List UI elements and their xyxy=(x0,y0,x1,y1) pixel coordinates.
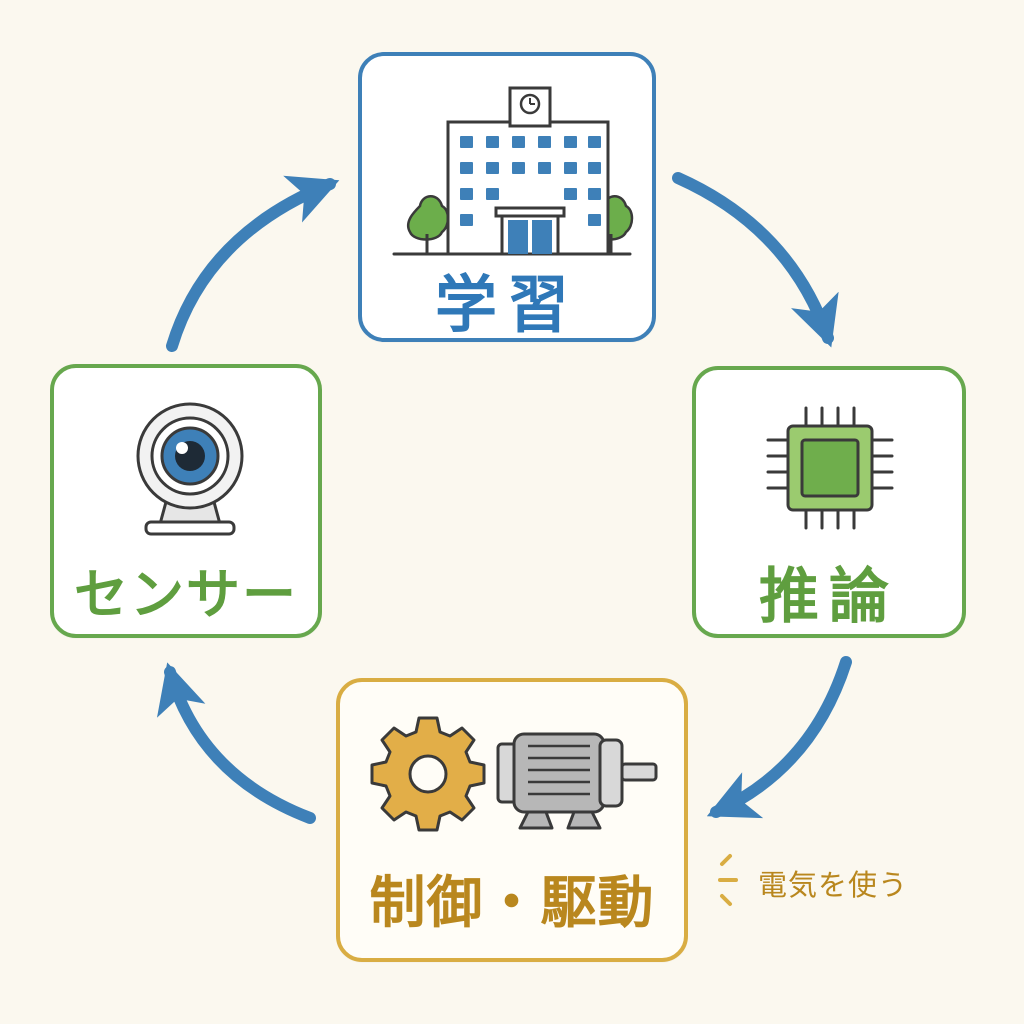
webcam-icon xyxy=(136,402,244,536)
node-inference: 推論 xyxy=(692,366,966,638)
node-learning: 学習 xyxy=(358,52,656,342)
node-control-label: 制御・駆動 xyxy=(369,871,655,936)
arrow-sensor-to-learning xyxy=(166,175,340,352)
node-inference-label: 推論 xyxy=(759,562,899,632)
motor-icon xyxy=(496,732,658,830)
arrow-learning-to-inference xyxy=(672,172,839,348)
gear-icon xyxy=(370,716,486,832)
node-control: 制御・駆動 xyxy=(336,678,688,962)
annotation-text: 電気を使う xyxy=(758,868,909,902)
node-sensor: センサー xyxy=(50,364,322,638)
gear-and-motor-icon xyxy=(370,716,658,832)
school-building-icon xyxy=(392,86,634,256)
arrow-control-to-sensor xyxy=(156,662,316,824)
emphasis-lines-icon xyxy=(718,854,738,906)
annotation: 電気を使う xyxy=(706,846,956,916)
arrow-inference-to-control xyxy=(706,656,852,819)
chip-icon xyxy=(766,406,894,530)
node-sensor-label: センサー xyxy=(74,563,298,626)
node-learning-label: 学習 xyxy=(434,268,579,341)
